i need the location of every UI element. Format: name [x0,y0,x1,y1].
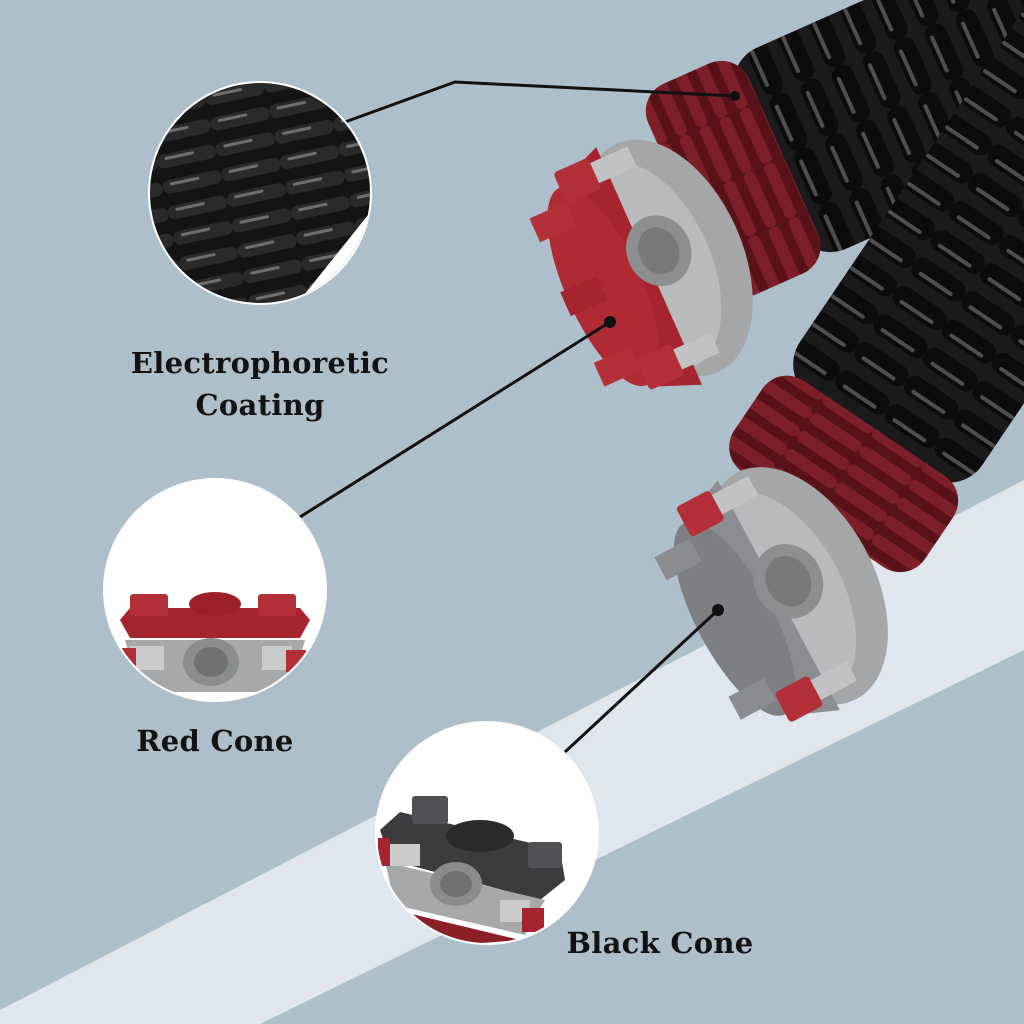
leader-line-red [299,320,611,519]
black-cone-label: Black Cone [566,926,754,960]
coating-label: Electrophoretic Coating [100,342,420,426]
coating-label-line2: Coating [195,388,325,422]
coating-label-line1: Electrophoretic [130,346,390,380]
leader-line-black [563,608,720,754]
black-cone-closeup-circle [375,721,599,945]
red-cone-label: Red Cone [136,724,294,758]
red-cone-assembly [529,139,753,390]
leader-line-coating [344,80,736,124]
coating-closeup-circle [148,81,372,305]
lower-spring [729,0,1024,573]
black-cone-assembly [654,467,888,722]
red-cone-closeup-circle [103,478,327,702]
